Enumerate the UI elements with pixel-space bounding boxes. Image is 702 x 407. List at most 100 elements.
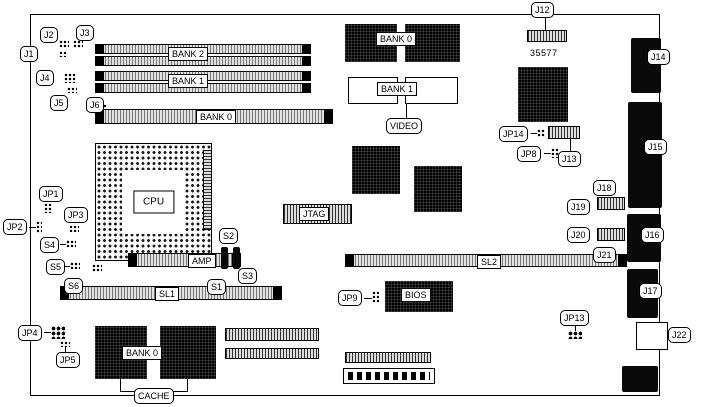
j14-connector <box>631 38 661 93</box>
callout-s6: S6 <box>64 278 84 294</box>
callout-j5: J5 <box>50 95 68 111</box>
callout-j20: J20 <box>567 227 590 243</box>
callout-s1: S1 <box>207 279 227 295</box>
callout-j13: J13 <box>558 151 581 167</box>
callout-jp13: JP13 <box>560 310 589 326</box>
callout-jp9: JP9 <box>338 290 362 306</box>
callout-j14: J14 <box>647 49 670 65</box>
jp4-jumper-pins <box>51 326 65 339</box>
bottom-header-2 <box>225 348 319 359</box>
j20-j21-header <box>597 228 625 241</box>
j2-jumper-pins <box>59 40 69 48</box>
part-number-text: 35577 <box>530 48 558 58</box>
callout-j3: J3 <box>76 25 94 41</box>
j12-leader-line <box>545 17 546 30</box>
bank1-slot-label: BANK 1 <box>168 74 209 88</box>
jp9-leader-line <box>364 298 372 299</box>
j1-jumper-pins <box>59 51 67 57</box>
callout-s4: S4 <box>40 237 60 253</box>
bank0-slot-label: BANK 0 <box>196 110 237 124</box>
jp8-jumper-pins <box>551 148 559 158</box>
j13-header <box>548 126 580 139</box>
callout-j17: J17 <box>639 283 662 299</box>
j18-j19-header <box>597 197 625 210</box>
callout-j22: J22 <box>668 327 691 343</box>
controller-chip <box>518 67 568 122</box>
callout-j16: J16 <box>641 227 664 243</box>
jp14-leader-line <box>531 133 537 134</box>
callout-s5: S5 <box>46 259 66 275</box>
asic-chip-left <box>352 146 400 194</box>
cache-bracket-right <box>187 379 188 392</box>
j3-jumper-pins <box>73 40 83 48</box>
bios-chip <box>385 281 453 312</box>
cpu-socket: CPU <box>95 143 212 261</box>
callout-j12: J12 <box>531 2 554 18</box>
sl2-label: SL2 <box>477 255 502 269</box>
s6-pins <box>92 264 102 272</box>
bottom-pin-row-pins <box>348 372 430 380</box>
callout-s3: S3 <box>238 268 258 284</box>
callout-j21: J21 <box>593 247 616 263</box>
callout-j1: J1 <box>20 46 38 62</box>
callout-video: VIDEO <box>386 118 423 134</box>
callout-jp1: JP1 <box>39 186 63 202</box>
callout-jp8: JP8 <box>517 146 541 162</box>
jtag-label: JTAG <box>299 207 330 221</box>
bank0-chips-label: BANK 0 <box>376 32 417 46</box>
callout-jp2: JP2 <box>3 219 27 235</box>
bottom-pin-row <box>343 368 435 384</box>
jp4-leader-line <box>44 332 51 333</box>
s2-component-a <box>221 247 228 269</box>
asic-chip-right <box>414 166 462 212</box>
callout-jp4: JP4 <box>18 325 42 341</box>
callout-j6: J6 <box>86 97 104 113</box>
jp13-leader-line <box>575 325 576 331</box>
s4-pins <box>66 240 76 247</box>
jp2-leader-line <box>29 227 36 228</box>
callout-s2: S2 <box>219 228 239 244</box>
callout-jp5: JP5 <box>56 352 80 368</box>
sl1-label: SL1 <box>155 287 180 301</box>
jp9-jumper-pins <box>372 291 379 303</box>
jp5-jumper-pins <box>60 341 70 347</box>
j5-jumper-pins <box>67 87 77 93</box>
s5-leader-line <box>64 266 70 267</box>
cpu-label: CPU <box>132 190 175 214</box>
bank1-chips-label: BANK 1 <box>377 82 418 96</box>
s5-pins <box>70 262 80 269</box>
callout-j19: J19 <box>567 199 590 215</box>
s2-component-b <box>233 247 240 269</box>
j4-jumper-pins <box>64 73 76 83</box>
callout-cache: CACHE <box>134 388 174 404</box>
j15-connector <box>628 102 662 208</box>
callout-j18: J18 <box>593 180 616 196</box>
callout-j15: J15 <box>644 139 667 155</box>
amp-label: AMP <box>188 254 216 268</box>
jp8-leader-line <box>544 153 551 154</box>
jp3-jumper-pins <box>69 225 79 232</box>
video-leader-line <box>406 104 407 119</box>
callout-jp3: JP3 <box>64 207 88 223</box>
callout-j2: J2 <box>40 27 58 43</box>
callout-jp14: JP14 <box>499 126 528 142</box>
jp2-jumper-pins <box>36 221 42 233</box>
cache-chip-right <box>160 326 216 379</box>
j13-leader-line <box>570 139 571 151</box>
j22-connector <box>636 322 668 350</box>
jp1-jumper-pins <box>44 203 52 213</box>
cache-bracket-left <box>120 379 121 392</box>
jp13-jumper-pins <box>568 331 582 339</box>
jp5-leader-line <box>65 347 66 353</box>
jp14-jumper-pins <box>537 129 545 137</box>
cache-bank0-label: BANK 0 <box>122 346 163 360</box>
bottom-header-3 <box>345 352 431 363</box>
callout-j4: J4 <box>36 70 54 86</box>
j12-header <box>527 30 567 42</box>
s4-leader-line <box>60 244 66 245</box>
cpu-socket-lever <box>203 150 212 230</box>
bank2-slot-label: BANK 2 <box>168 47 209 61</box>
bios-label: BIOS <box>401 288 431 302</box>
bottom-header-1 <box>225 328 319 341</box>
